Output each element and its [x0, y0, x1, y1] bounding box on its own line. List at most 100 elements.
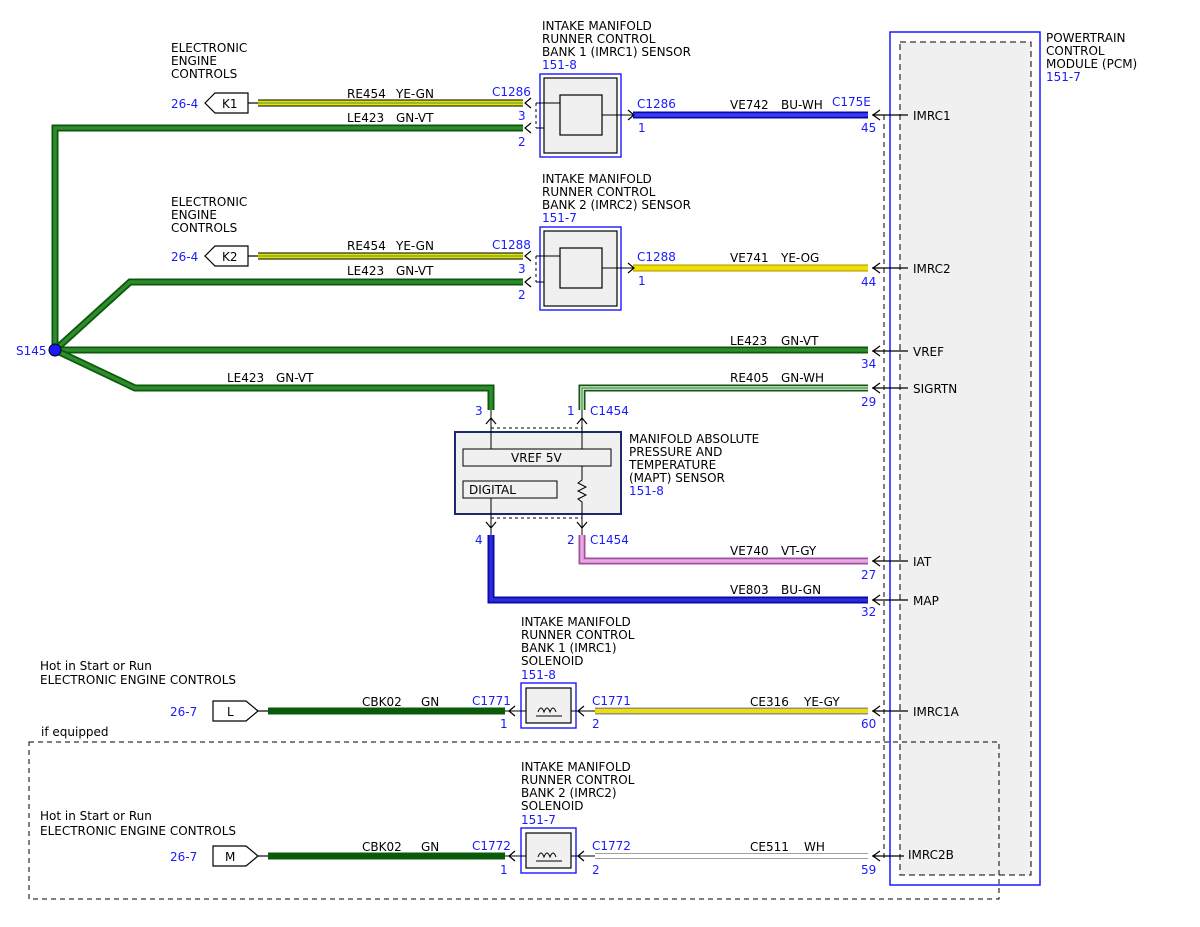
- imrc2-sensor-pin-3: 3: [518, 262, 526, 276]
- pcm-pin-arrows: [871, 109, 908, 862]
- imrc2-solenoid-body: [525, 832, 572, 869]
- label-imrc2b-ce511-color: WH: [804, 840, 825, 854]
- pcm-pin-map: MAP: [913, 594, 939, 608]
- mapt-pin-2: 2: [567, 533, 575, 547]
- imrc1-sensor-connector-left: C1286: [492, 85, 531, 99]
- imrc1-sensor: INTAKE MANIFOLD RUNNER CONTROL BANK 1 (I…: [492, 19, 691, 158]
- imrc2-sensor-arrows-left: [524, 250, 532, 288]
- ece-l-group: Hot in Start or Run ELECTRONIC ENGINE CO…: [40, 659, 268, 722]
- pcm-inner-box: [899, 41, 1032, 876]
- pcm-pin-number-44: 44: [861, 275, 876, 289]
- imrc2-solenoid-outer-box: [520, 827, 577, 874]
- imrc2-solenoid: INTAKE MANIFOLD RUNNER CONTROL BANK 2 (I…: [472, 760, 635, 877]
- ece-k1-title-2: ENGINE: [171, 54, 217, 68]
- imrc2-sensor-element: [559, 247, 603, 289]
- imrc2-solenoid-coil-icon: [536, 852, 562, 862]
- ece-l-title-1: Hot in Start or Run: [40, 659, 152, 673]
- label-imrc2-le423-color: GN-VT: [396, 264, 434, 278]
- mapt-pin-4: 4: [475, 533, 483, 547]
- imrc1-solenoid-title-3: BANK 1 (IMRC1): [521, 641, 617, 655]
- pcm-connector-c175e: C175E: [832, 95, 871, 109]
- label-l-cbk02-color: GN: [421, 695, 439, 709]
- ece-l-title-2: ELECTRONIC ENGINE CONTROLS: [40, 673, 236, 687]
- imrc1-sensor-title-1: INTAKE MANIFOLD: [542, 19, 652, 33]
- imrc2-solenoid-connector-right: C1772: [592, 839, 631, 853]
- mapt-title-4: (MAPT) SENSOR: [629, 471, 725, 485]
- pcm-pin-imrc2b: IMRC2B: [908, 848, 954, 862]
- pcm-title-2: CONTROL: [1046, 44, 1105, 58]
- ece-k1-tag: K1: [222, 97, 238, 111]
- imrc2-solenoid-arrows: [508, 850, 585, 862]
- imrc2-sensor-pin-1: 1: [638, 274, 646, 288]
- imrc2-sensor-pin-2: 2: [518, 288, 526, 302]
- ece-k1-group: ELECTRONIC ENGINE CONTROLS 26-4 K1: [171, 41, 258, 114]
- mapt-resistor-icon: [576, 466, 588, 535]
- wire-map-ve803: [489, 535, 868, 602]
- mapt-pin-1: 1: [567, 404, 575, 418]
- label-imrc1a-ce316-circuit: CE316: [750, 695, 789, 709]
- imrc1-sensor-connector-right: C1286: [637, 97, 676, 111]
- label-mapt-le423-circuit: LE423: [227, 371, 264, 385]
- ece-k2-ref: 26-4: [171, 250, 198, 264]
- label-sigrtn-re405-color: GN-WH: [781, 371, 824, 385]
- wire-mapt-le423: [54, 348, 493, 410]
- if-equipped-box: [28, 741, 1000, 900]
- wire-iat-ve740: [580, 535, 868, 563]
- pcm-pin-number-34: 34: [861, 357, 876, 371]
- imrc1-solenoid-title-4: SOLENOID: [521, 654, 584, 668]
- ece-m-tag: M: [225, 850, 235, 864]
- imrc1-sensor-pin-1: 1: [638, 121, 646, 135]
- imrc2-sensor: INTAKE MANIFOLD RUNNER CONTROL BANK 2 (I…: [492, 172, 691, 311]
- imrc2-solenoid-ref: 151-7: [521, 813, 556, 827]
- mapt-top-arrows: [485, 417, 588, 425]
- mapt-vref-block: [462, 448, 612, 467]
- imrc1-solenoid-body: [525, 687, 572, 724]
- imrc2-sensor-connector-left: C1288: [492, 238, 531, 252]
- mapt-digital-label: DIGITAL: [469, 483, 516, 497]
- mapt-sensor-body: [454, 431, 622, 515]
- imrc1-solenoid-connector-left: C1771: [472, 694, 511, 708]
- imrc1-solenoid-title-1: INTAKE MANIFOLD: [521, 615, 631, 629]
- mapt-vref-label: VREF 5V: [511, 451, 562, 465]
- mapt-connector-top: C1454: [590, 404, 629, 418]
- pcm-pin-imrc1: IMRC1: [913, 109, 951, 123]
- imrc1-solenoid-coil-icon: [536, 707, 562, 717]
- imrc2-sensor-title-1: INTAKE MANIFOLD: [542, 172, 652, 186]
- label-vref-le423-circuit: LE423: [730, 334, 767, 348]
- imrc1-solenoid-pin-2: 2: [592, 717, 600, 731]
- imrc1-sensor-pin-3: 3: [518, 109, 526, 123]
- pcm-title-3: MODULE (PCM): [1046, 57, 1137, 71]
- label-iat-ve740-circuit: VE740: [730, 544, 769, 558]
- imrc1-sensor-arrow-right: [627, 109, 635, 121]
- imrc2-sensor-arrow-right: [627, 262, 635, 274]
- label-imrc2-ve741-circuit: VE741: [730, 251, 769, 265]
- imrc2-solenoid-title-2: RUNNER CONTROL: [521, 773, 635, 787]
- mapt-title-3: TEMPERATURE: [628, 458, 716, 472]
- if-equipped-region: if equipped: [28, 725, 1000, 900]
- label-map-ve803-circuit: VE803: [730, 583, 769, 597]
- ece-k2-title-1: ELECTRONIC: [171, 195, 247, 209]
- imrc1-sensor-pin-2: 2: [518, 135, 526, 149]
- pcm-ref: 151-7: [1046, 70, 1081, 84]
- mapt-sensor: VREF 5V DIGITAL MANIFOLD ABSOLUTE PRESSU…: [454, 404, 759, 547]
- wire-imrc1-le423-outline: [51, 124, 523, 350]
- imrc2-sensor-ref: 151-7: [542, 211, 577, 225]
- mapt-bottom-arrows: [485, 521, 588, 529]
- ece-l-ref: 26-7: [170, 705, 197, 719]
- imrc1-solenoid-arrows: [508, 705, 585, 717]
- pcm-pin-iat: IAT: [913, 555, 932, 569]
- if-equipped-label: if equipped: [41, 725, 109, 739]
- mapt-digital-block: [462, 480, 558, 499]
- mapt-title-1: MANIFOLD ABSOLUTE: [629, 432, 759, 446]
- pcm-pin-number-32: 32: [861, 605, 876, 619]
- wires: [51, 99, 868, 860]
- label-mapt-le423-color: GN-VT: [276, 371, 314, 385]
- imrc2-solenoid-title-4: SOLENOID: [521, 799, 584, 813]
- imrc1-sensor-title-3: BANK 1 (IMRC1) SENSOR: [542, 45, 691, 59]
- pcm-pin-number-29: 29: [861, 395, 876, 409]
- ece-k1-title-3: CONTROLS: [171, 67, 237, 81]
- pcm-title-1: POWERTRAIN: [1046, 31, 1126, 45]
- pcm-pin-sigrtn: SIGRTN: [913, 382, 957, 396]
- ece-m-title-2: ELECTRONIC ENGINE CONTROLS: [40, 824, 236, 838]
- wire-imrc1-le423: [53, 126, 523, 350]
